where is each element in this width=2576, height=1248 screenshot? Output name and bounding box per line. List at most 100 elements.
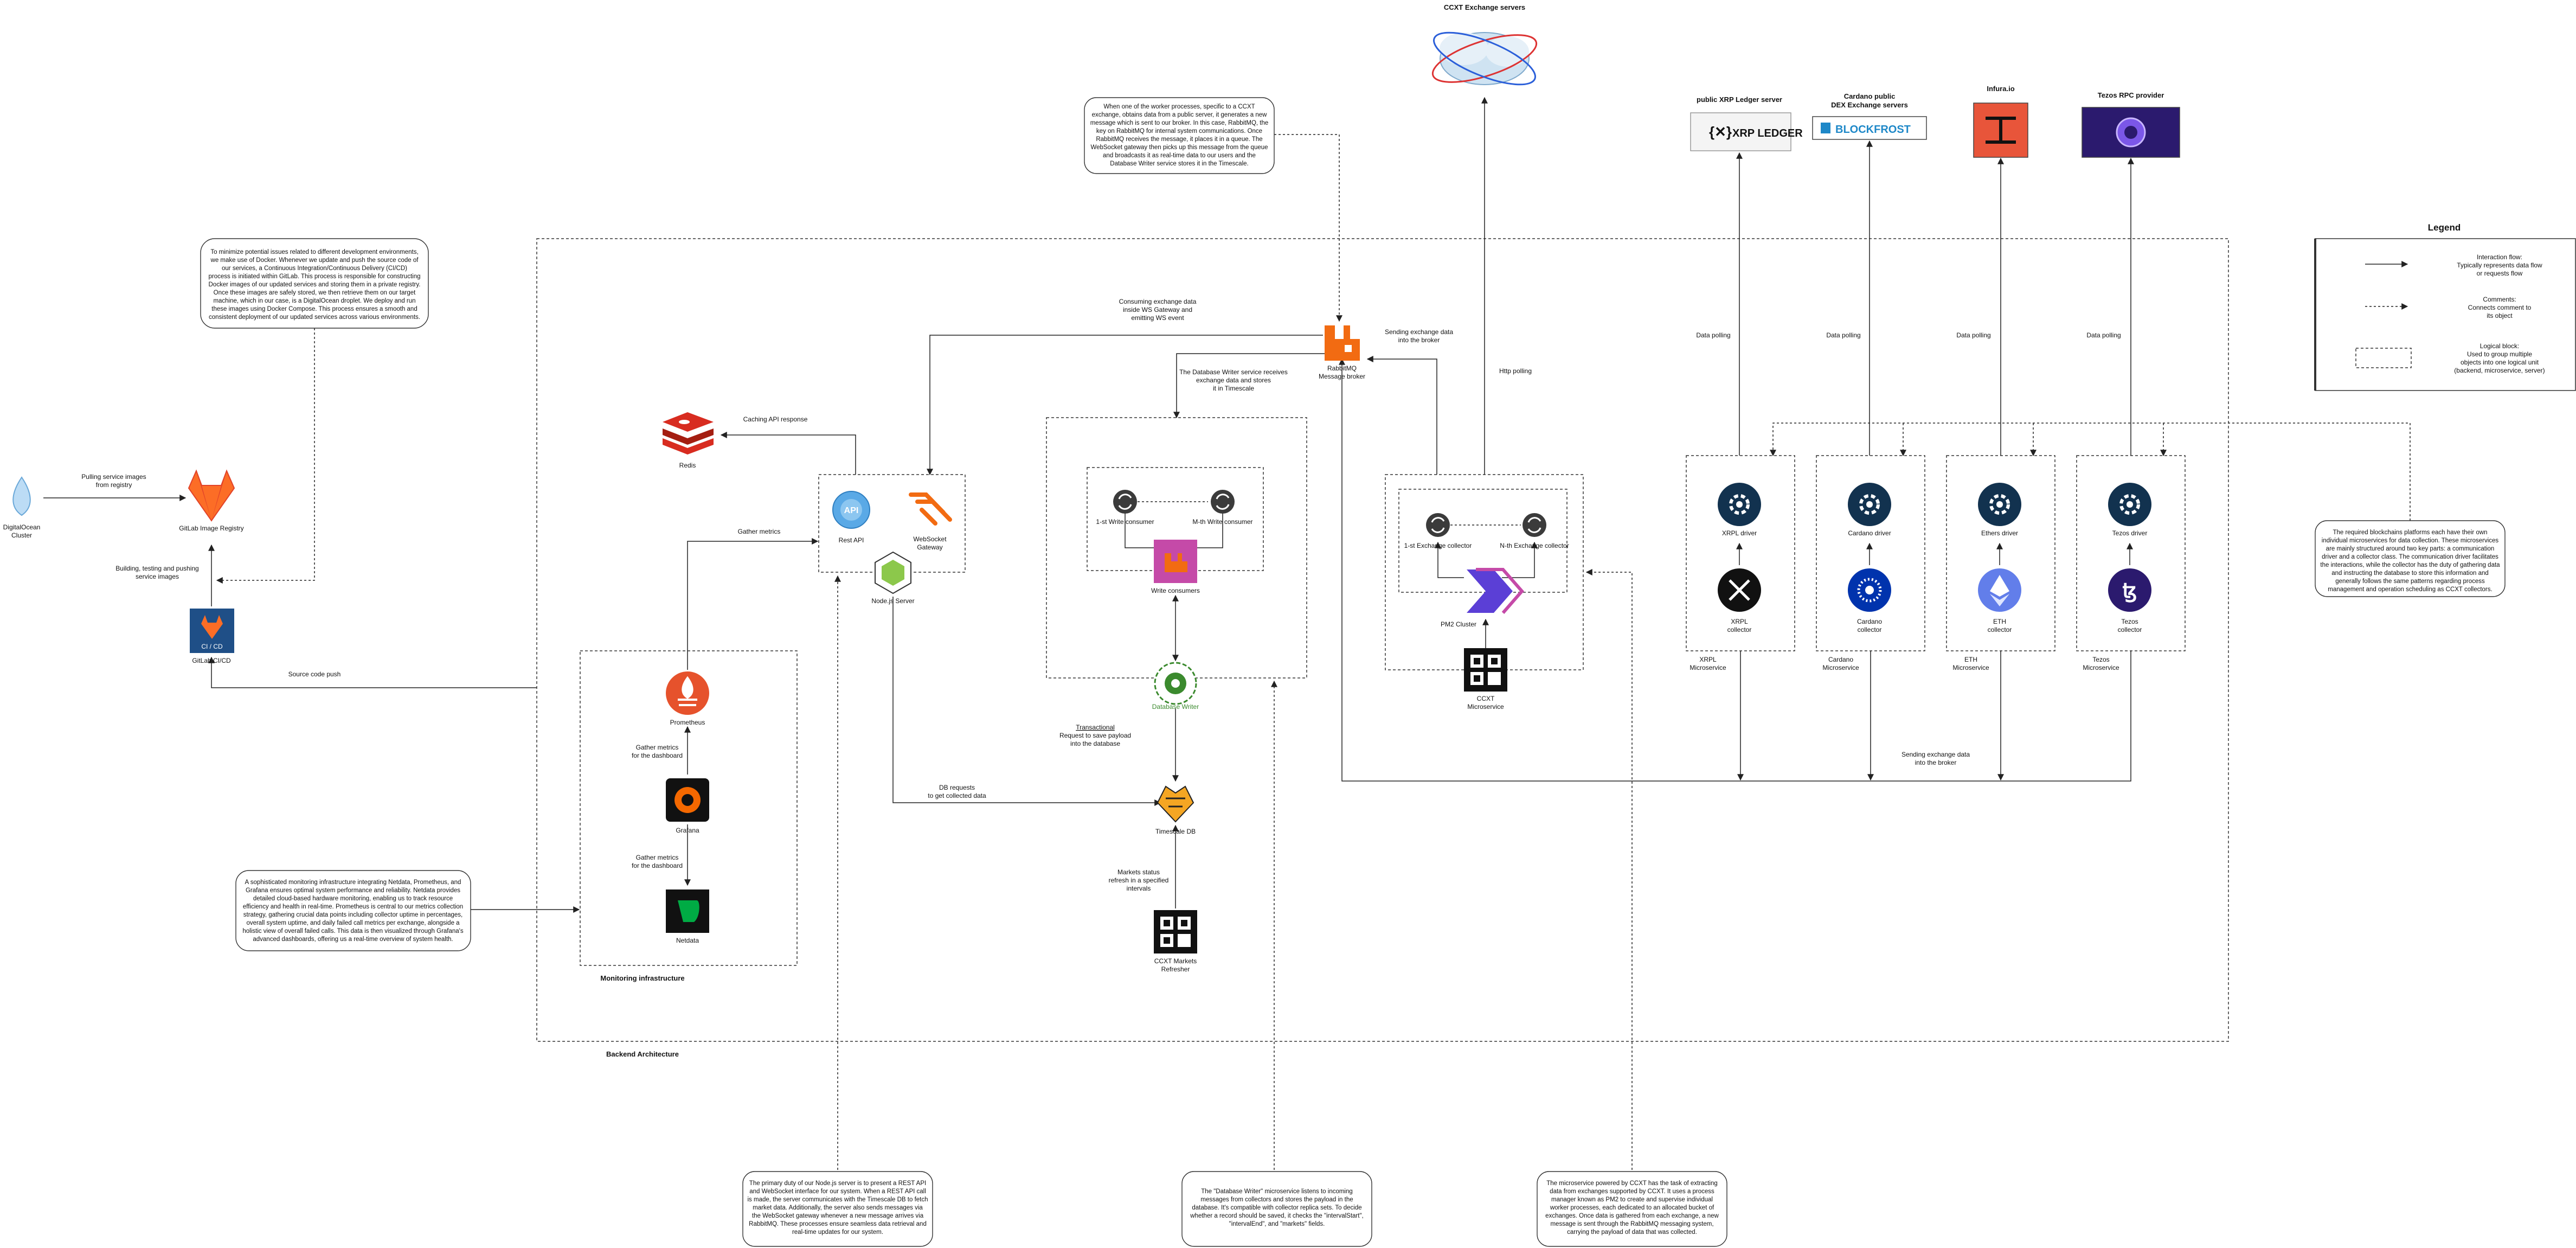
edge-label-gather-dash-1b: for the dashboard (632, 752, 683, 759)
write-consumer-1-icon (1113, 490, 1137, 514)
ccxt-micro-label-1: CCXT (1477, 695, 1495, 702)
ccxt-micro-note-line: The microservice powered by CCXT has the… (1546, 1180, 1718, 1187)
edge-caching (720, 432, 856, 475)
cicd-note-line: Once these images are safely stored, we … (214, 290, 416, 296)
xrpl-collector-label-1: XRPL (1731, 618, 1748, 625)
edge-label-cardano-polling: Data polling (1826, 331, 1860, 339)
cicd-note-line: process is initiated within GitLab. This… (209, 273, 421, 280)
blockchain-note-line: and instructing the database to store th… (2331, 570, 2489, 577)
eth-collector-label-2: collector (1988, 626, 2012, 633)
tezos-driver-icon (2108, 483, 2151, 526)
gitlab-ci-icon: CI / CD (190, 609, 234, 653)
xrpl-driver-icon (1718, 483, 1761, 526)
node-note-box (742, 1171, 933, 1247)
edge-db-requests (892, 597, 1161, 806)
cardano-server-title-1: Cardano public (1844, 92, 1896, 100)
netdata-label: Netdata (676, 937, 699, 944)
blockchain-note-line: driver and a collector class. The commun… (2322, 554, 2498, 560)
edge-label-transactional-3: into the database (1070, 740, 1120, 747)
edge-label-gather-dash-1a: Gather metrics (636, 744, 679, 751)
ccxt-note-line: exchange, obtains data from a public ser… (1092, 112, 1268, 118)
blockchain-note-line: The required blockchains platforms each … (2333, 529, 2487, 536)
pm2-label: PM2 Cluster (1441, 620, 1476, 628)
edge-label-source-push: Source code push (288, 670, 341, 678)
edge-label-tezos-polling: Data polling (2086, 331, 2121, 339)
exchange-collector-n-label: N-th Exchange collector (1500, 542, 1569, 549)
pm2-cluster-box (1398, 489, 1568, 593)
eth-collector-label-1: ETH (1993, 618, 2006, 625)
edge-label-caching: Caching API response (743, 415, 808, 423)
blockchain-note-line: the interactions, while the collector ha… (2320, 562, 2500, 568)
write-consumers-label: Write consumers (1151, 587, 1200, 594)
edge-label-consuming-3: emitting WS event (1131, 314, 1184, 322)
cicd-note-line: consistent deployment of our updated ser… (209, 314, 420, 321)
edge-label-dbw-receives-3: it in Timescale (1213, 385, 1254, 392)
group-label-monitoring: Monitoring infrastructure (600, 974, 684, 982)
svg-text:ꜩ: ꜩ (2123, 580, 2137, 603)
ccxt-note-line: and broadcasts it as real-time data to o… (1103, 152, 1256, 159)
edge-label-xrpl-polling: Data polling (1696, 331, 1730, 339)
ccxt-micro-note-line: message is sent through the RabbitMQ mes… (1550, 1221, 1713, 1227)
ccxt-note-text: When one of the worker processes, specif… (1090, 104, 1269, 167)
dbw-note-line: messages from collectors and stores the … (1200, 1196, 1353, 1203)
ccxt-micro-note-box (1537, 1171, 1727, 1247)
edge-label-dbw-receives-1: The Database Writer service receives (1179, 368, 1288, 376)
redis-label: Redis (679, 462, 696, 469)
edge-label-gather-dash-2b: for the dashboard (632, 862, 683, 869)
cicd-note-line: these images using Docker Compose. This … (211, 306, 417, 312)
legend-comment-1: Comments: (2483, 296, 2516, 303)
dbw-note-text: The "Database Writer" microservice liste… (1190, 1188, 1363, 1227)
tezos-collector-label-1: Tezos (2121, 618, 2138, 625)
edge-label-transactional-1: Transactional (1076, 724, 1115, 731)
monitoring-note-line: strategy, gathering crucial data points … (243, 912, 462, 918)
edge-consumer-1-link (1125, 513, 1154, 548)
tezos-collector-icon: ꜩ (2108, 568, 2151, 612)
blockchain-note-text: The required blockchains platforms each … (2320, 529, 2500, 593)
monitoring-note-line: holistic view of overall failed calls. T… (242, 928, 463, 935)
exchange-collector-n-icon (1523, 513, 1546, 537)
eth-micro-label-2: Microservice (1952, 664, 1989, 671)
monitoring-note-line: detailed cloud-based hardware monitoring… (253, 895, 453, 902)
cicd-note-line: Docker images of our updated services an… (209, 281, 421, 288)
xrp-logo-text: XRP LEDGER (1732, 127, 1803, 139)
monitoring-note-line: Grafana ensures optimal system performan… (246, 887, 460, 894)
tezos-micro-label-1: Tezos (2092, 656, 2109, 663)
ccxt-note-line: RabbitMQ receives the message, it places… (1096, 136, 1262, 143)
edge-label-db-requests-1: DB requests (939, 784, 975, 791)
edge-label-gather-dash-2a: Gather metrics (636, 854, 679, 861)
timescale-db-icon (1157, 785, 1194, 823)
prometheus-icon (666, 671, 709, 715)
infura-logo (1973, 103, 2028, 158)
edge-cicd-note (216, 285, 315, 584)
svg-text:{✕}: {✕} (1709, 124, 1732, 140)
edge-label-sending-bottom-2: into the broker (1915, 759, 1957, 766)
tezos-collector-label-2: collector (2118, 626, 2142, 633)
edge-label-http-polling: Http polling (1499, 367, 1532, 375)
ccxt-note-line: key on RabbitMQ for internal system comm… (1096, 128, 1262, 135)
database-writer-icon (1154, 662, 1197, 705)
edge-pm2-collector-n (1502, 541, 1538, 578)
edge-label-building-2: service images (136, 573, 179, 580)
grafana-icon (666, 778, 709, 822)
cardano-driver-label: Cardano driver (1848, 529, 1891, 537)
blockchain-note-line: individual microservices for data collec… (2322, 537, 2499, 544)
cardano-collector-label-1: Cardano (1857, 618, 1882, 625)
ccxt-micro-label-2: Microservice (1467, 703, 1504, 711)
legend-logical-1: Logical block: (2480, 342, 2520, 350)
ccxt-micro-note-text: The microservice powered by CCXT has the… (1545, 1180, 1719, 1236)
cicd-note-line: we make use of Docker. Whenever we updat… (210, 257, 419, 264)
ccxt-note-box (1084, 97, 1275, 174)
edge-label-dbw-receives-2: exchange data and stores (1196, 376, 1271, 384)
node-note-line: and WebSocket interface for our system. … (749, 1188, 926, 1195)
digitalocean-label-1: DigitalOcean (3, 523, 41, 531)
legend-logical-3: objects into one logical unit (2461, 359, 2539, 366)
digitalocean-droplet-icon (12, 476, 31, 516)
edge-label-sending-broker-2: into the broker (1398, 336, 1440, 344)
dbw-note-box (1181, 1171, 1372, 1247)
rest-api-label: Rest API (839, 536, 864, 544)
gitlab-registry-label: GitLab Image Registry (179, 524, 243, 532)
edge-blockchain-note (1770, 423, 2411, 521)
legend-logical-2: Used to group multiple (2467, 350, 2532, 358)
node-note-line: RabbitMQ. These processes ensure seamles… (749, 1221, 927, 1227)
cicd-note-text: To minimize potential issues related to … (209, 249, 421, 321)
